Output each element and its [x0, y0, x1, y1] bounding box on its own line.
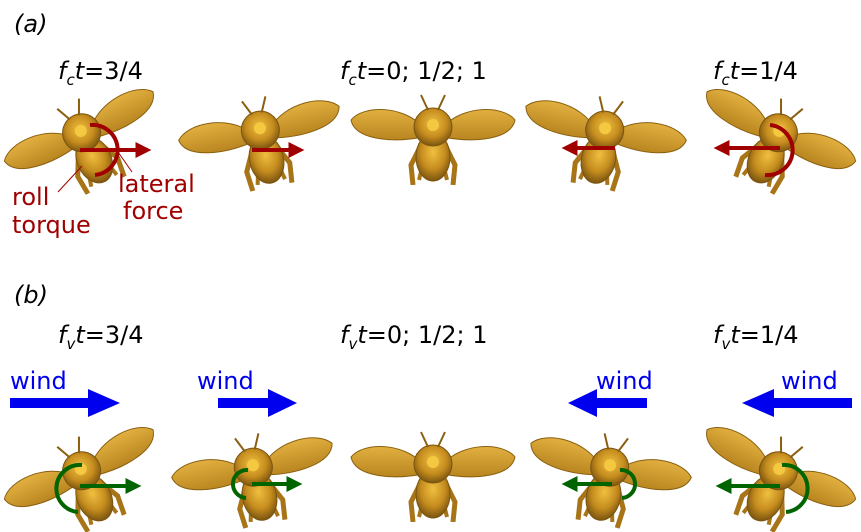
wind-label-3: wind [596, 367, 653, 395]
bee-b4 [517, 419, 696, 532]
svg-text:fct=3/4: fct=3/4 [58, 57, 143, 89]
lateral-label: lateral [118, 170, 195, 198]
lateral-force-pointer [117, 151, 133, 173]
wind-arrow-4 [742, 389, 852, 417]
bee-b5 [680, 407, 861, 532]
bee-a3 [351, 95, 515, 185]
roll-torque-arrow-b4 [619, 467, 638, 500]
svg-text:fvt=3/4: fvt=3/4 [58, 321, 144, 353]
svg-text:fvt=0; 1/2; 1: fvt=0; 1/2; 1 [340, 321, 487, 353]
wind-label-1: wind [10, 367, 67, 395]
roll-torque-arrow-a1 [89, 122, 120, 177]
panel-b-label: (b) [14, 281, 48, 309]
torque-label: torque [12, 211, 91, 239]
roll-torque-arrow-b2 [230, 467, 249, 500]
bee-a2 [173, 82, 352, 204]
panel-b-time-label-left: fvt=3/4 [58, 321, 144, 353]
roll-torque-arrow-b1 [54, 462, 83, 514]
panel-a-label: (a) [14, 10, 47, 38]
bee-a5 [680, 69, 861, 220]
panel-b-time-label-right: fvt=1/4 [713, 321, 799, 353]
svg-text:fvt=1/4: fvt=1/4 [713, 321, 799, 353]
wind-arrow-2 [218, 389, 297, 417]
roll-torque-arrow-b5 [781, 462, 810, 514]
svg-text:fct=1/4: fct=1/4 [713, 57, 798, 89]
wind-arrow-1 [10, 389, 120, 417]
bee-b3 [351, 432, 515, 522]
bee-b2 [166, 419, 345, 532]
panel-a-time-label-right: fct=1/4 [713, 57, 798, 89]
force-label: force [123, 197, 183, 225]
wind-label-2: wind [197, 367, 254, 395]
wind-label-4: wind [781, 367, 838, 395]
roll-label: roll [12, 183, 49, 211]
bee-b1 [0, 407, 180, 532]
roll-torque-arrow-a5 [764, 123, 795, 178]
svg-text:fct=0; 1/2; 1: fct=0; 1/2; 1 [340, 57, 487, 89]
wind-arrow-3 [568, 389, 647, 417]
roll-torque-pointer [57, 165, 83, 193]
panel-a-time-label-left: fct=3/4 [58, 57, 143, 89]
bee-a4 [512, 82, 691, 204]
panel-b-time-label-center: fvt=0; 1/2; 1 [340, 321, 487, 353]
panel-a-time-label-center: fct=0; 1/2; 1 [340, 57, 487, 89]
